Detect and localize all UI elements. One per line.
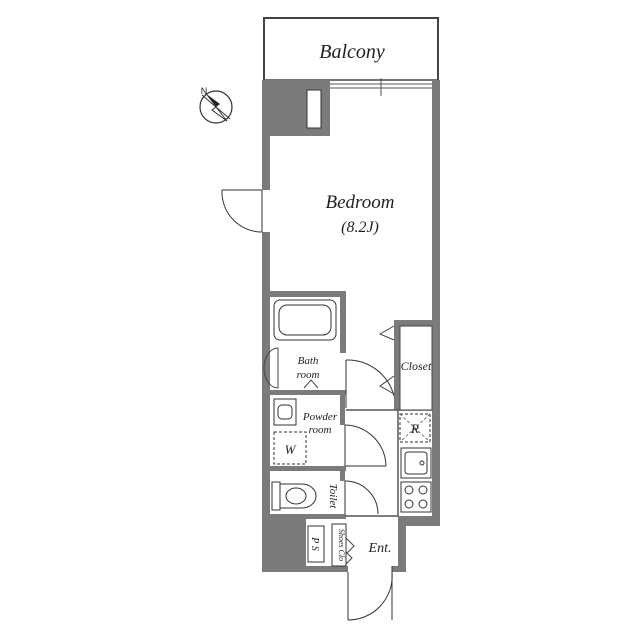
powder-door [344, 424, 387, 467]
entrance-label: Ent. [368, 541, 392, 556]
kitchen-sink [400, 447, 432, 479]
toilet-door [344, 480, 379, 515]
balcony-window [330, 78, 432, 96]
bedroom-size-label: (8.2J) [341, 219, 379, 236]
toilet: Toilet [271, 481, 339, 511]
balcony-label: Balcony [319, 41, 385, 63]
bedroom-label: Bedroom [326, 192, 395, 213]
entrance-door [347, 566, 393, 621]
closet-label: Closet [401, 359, 432, 373]
ps-label: P S [309, 536, 320, 550]
shoes-closet: Shoes Clo [331, 523, 355, 567]
refrigerator-label: R [410, 421, 419, 436]
compass: N [199, 86, 233, 124]
bath-label-line2: room [297, 369, 320, 381]
powder-room: Powder room W [273, 398, 338, 465]
toilet-label: Toilet [327, 484, 339, 510]
stove [400, 481, 432, 513]
left-door [221, 189, 263, 233]
shoes-closet-label: Shoes Clo [337, 529, 346, 561]
window-slot [306, 89, 322, 129]
balcony: Balcony [263, 17, 439, 81]
bathtub [273, 299, 337, 341]
bath-door [345, 359, 395, 408]
powder-label-line1: Powder [302, 411, 338, 423]
ps-box: P S [307, 525, 325, 563]
compass-north-label: N [201, 86, 208, 96]
powder-label-line2: room [309, 424, 332, 436]
bath-area: Bath room [263, 347, 320, 389]
bath-label-line1: Bath [298, 355, 319, 367]
closet: Closet [378, 325, 433, 411]
walls [262, 80, 440, 572]
washer-label: W [285, 442, 297, 457]
refrigerator: R [399, 413, 431, 443]
